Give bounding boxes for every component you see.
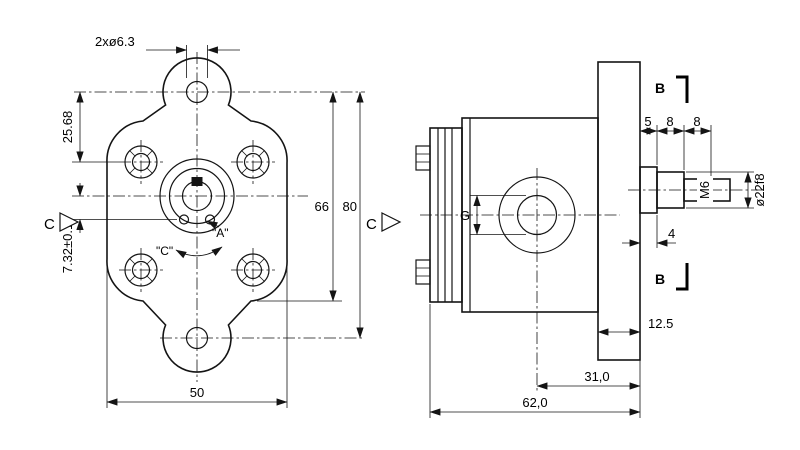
dim-4: 4 [622, 215, 676, 248]
section-c-marker-front: C [44, 212, 80, 233]
section-c-arrow-front [59, 212, 80, 232]
shaft-dia-label: ø22f8 [752, 173, 767, 206]
bolt-hole-lower-right [231, 248, 275, 292]
bottom-mounting-hole [185, 326, 209, 350]
dim-7-32: 7.32±0.1 [60, 183, 177, 273]
section-b-bottom: B [655, 263, 689, 291]
section-b-top: B [655, 75, 689, 103]
front-centerlines [72, 52, 365, 382]
thread-label: M6 [697, 176, 713, 204]
hex-nut-upper [415, 145, 431, 171]
dim-50: 50 [106, 263, 288, 408]
label-c: "C" [156, 244, 173, 258]
dim-66-label: 66 [315, 199, 329, 214]
dim-62: 62,0 [429, 304, 641, 418]
label-a: "A" [212, 226, 229, 240]
section-b-top-label: B [655, 80, 665, 96]
front-view: 2xø6.3 25.68 7.32±0.1 66 80 [44, 34, 365, 408]
dim-port-g: G [460, 194, 526, 236]
dim-66: 66 [257, 91, 342, 302]
dim-25-68: 25.68 [60, 91, 119, 163]
side-centerlines [420, 168, 762, 392]
port-boss-inner [516, 194, 558, 236]
section-c-label-side: C [366, 216, 377, 233]
port-g-label: G [460, 208, 470, 223]
dim-5-label: 5 [644, 114, 651, 129]
dim-25-68-label: 25.68 [60, 111, 75, 144]
mounting-flange [597, 61, 641, 361]
dim-31: 31,0 [536, 360, 641, 418]
section-c-marker-side: C [366, 212, 402, 233]
bolt-hole-upper-left [119, 140, 163, 184]
dim-5-8-8: 5 8 8 [639, 114, 712, 177]
dim-top-holes-label: 2xø6.3 [95, 34, 135, 49]
dim-8b-label: 8 [693, 114, 700, 129]
keyway [191, 177, 203, 186]
port-boss-outer [498, 176, 576, 254]
dim-80-label: 80 [343, 199, 357, 214]
dim-31-label: 31,0 [584, 369, 609, 384]
section-c-arrow-side [381, 212, 402, 232]
dim-top-holes: 2xø6.3 [95, 34, 240, 78]
hex-nut-lower [415, 259, 431, 285]
bolt-hole-upper-right [231, 140, 275, 184]
bolt-hole-lower-left [119, 248, 163, 292]
dim-50-label: 50 [190, 385, 204, 400]
dim-62-label: 62,0 [522, 395, 547, 410]
m6-label: M6 [697, 181, 712, 199]
section-b-bottom-label: B [655, 271, 665, 287]
rotation-labels: "A" "C" [156, 220, 229, 259]
dim-80: 80 [338, 91, 364, 339]
flange-outline [106, 57, 288, 373]
dim-7-32-label: 7.32±0.1 [60, 223, 75, 274]
side-view: 5 8 8 B B M6 ø22f8 4 [366, 61, 767, 418]
dim-4-label: 4 [668, 226, 675, 241]
dim-12-5-label: 12.5 [648, 316, 673, 331]
top-mounting-hole [185, 80, 209, 104]
dim-12-5: 12.5 [597, 316, 673, 336]
dim-8a-label: 8 [666, 114, 673, 129]
section-c-label-front: C [44, 216, 55, 233]
dim-shaft-dia: ø22f8 [686, 171, 767, 209]
shaft-hub [159, 158, 235, 234]
